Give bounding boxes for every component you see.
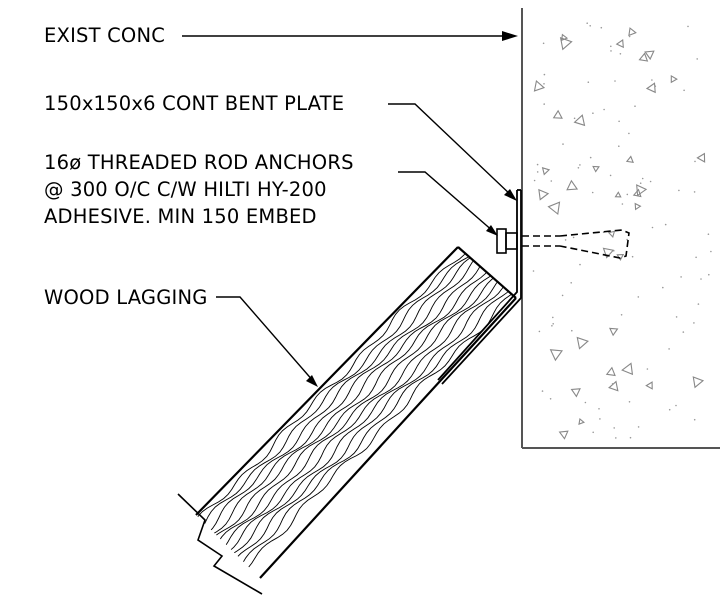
threaded-rod-anchor [496, 228, 630, 259]
label-wood-lagging: WOOD LAGGING [44, 286, 208, 309]
leader-wood-lagging [216, 296, 318, 387]
leader-anchors [398, 171, 498, 236]
bent-plate [437, 189, 522, 385]
leader-exist-conc [182, 31, 518, 41]
concrete-wall [521, 8, 720, 449]
label-anchors: 16ø THREADED ROD ANCHORS @ 300 O/C C/W H… [44, 149, 354, 230]
concrete-aggregate-hatch [532, 22, 712, 440]
label-anchors-line-1: 16ø THREADED ROD ANCHORS [44, 151, 354, 174]
label-exist-conc: EXIST CONC [44, 24, 166, 47]
label-anchors-line-3: ADHESIVE. MIN 150 EMBED [44, 205, 317, 228]
leader-bent-plate [388, 103, 517, 201]
wood-grain-hatch [196, 247, 516, 578]
label-bent-plate: 150x150x6 CONT BENT PLATE [44, 92, 345, 115]
wood-lagging-board [177, 246, 517, 595]
label-anchors-line-2: @ 300 O/C C/W HILTI HY-200 [44, 178, 327, 201]
